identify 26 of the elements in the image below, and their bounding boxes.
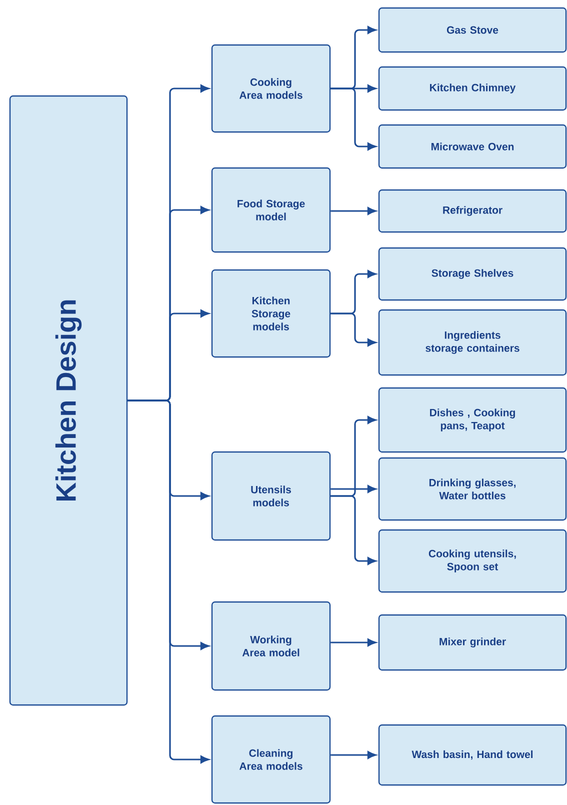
item-box: Drinking glasses, Water bottles	[378, 457, 567, 521]
item-box: Dishes , Cooking pans, Teapot	[378, 387, 567, 453]
arrow	[330, 495, 376, 565]
category-box: Kitchen Storage models	[211, 269, 331, 358]
item-box: Mixer grinder	[378, 614, 567, 671]
arrow	[330, 88, 376, 150]
arrow	[330, 638, 376, 646]
item-box: Gas Stove	[378, 7, 567, 53]
item-box: Cooking utensils, Spoon set	[378, 529, 567, 593]
arrow	[330, 207, 376, 215]
item-box: Kitchen Chimney	[378, 66, 567, 111]
item-box: Ingredients storage containers	[378, 309, 567, 376]
arrow	[128, 400, 210, 764]
title-box: Kitchen Design	[9, 95, 128, 706]
arrow	[330, 312, 376, 346]
arrow	[330, 751, 376, 759]
item-box: Refrigerator	[378, 189, 567, 233]
category-box: Working Area model	[211, 601, 331, 691]
item-box: Microwave Oven	[378, 124, 567, 169]
item-box: Storage Shelves	[378, 247, 567, 301]
category-box: Utensils models	[211, 451, 331, 541]
arrow	[330, 485, 376, 493]
category-box: Cleaning Area models	[211, 715, 331, 804]
category-box: Food Storage model	[211, 167, 331, 253]
item-box: Wash basin, Hand towel	[378, 724, 567, 786]
category-box: Cooking Area models	[211, 44, 331, 133]
